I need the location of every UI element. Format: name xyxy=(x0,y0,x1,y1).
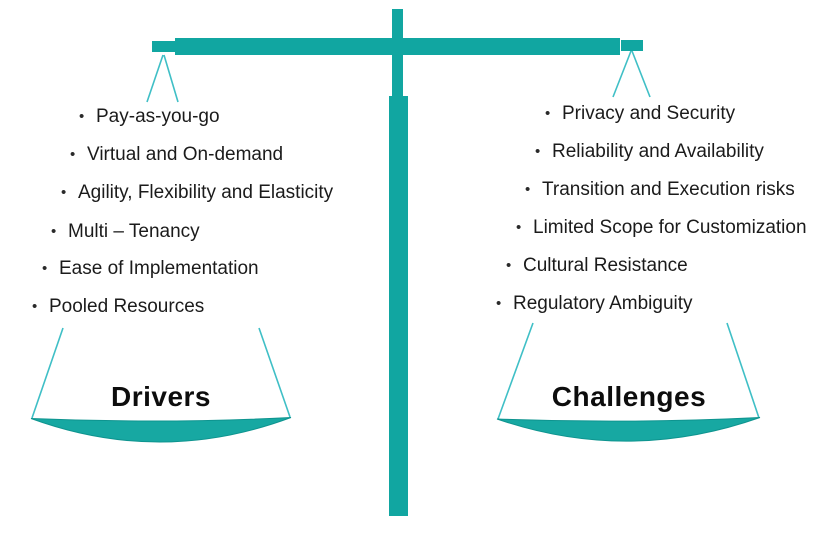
list-item: • Regulatory Ambiguity xyxy=(496,293,693,315)
left-pan-bowl xyxy=(30,417,292,443)
list-item: • Pay-as-you-go xyxy=(79,106,220,128)
list-item: • Pooled Resources xyxy=(32,296,204,318)
bullet-icon: • xyxy=(61,184,67,201)
list-item: • Cultural Resistance xyxy=(506,255,688,277)
right-pan-title: Challenges xyxy=(551,381,707,412)
list-item: • Privacy and Security xyxy=(545,103,735,125)
list-item: • Multi – Tenancy xyxy=(51,221,200,243)
challenge-item-label: Limited Scope for Customization xyxy=(533,217,807,238)
left-funnel-icon xyxy=(31,327,291,419)
left-pan-title: Drivers xyxy=(110,381,211,412)
bullet-icon: • xyxy=(32,298,38,315)
driver-item-label: Agility, Flexibility and Elasticity xyxy=(78,182,334,203)
list-item: • Limited Scope for Customization xyxy=(516,217,807,239)
scale-beam xyxy=(175,38,620,55)
list-item: • Transition and Execution risks xyxy=(525,179,795,201)
challenge-item-label: Transition and Execution risks xyxy=(542,179,795,200)
challenge-item-label: Regulatory Ambiguity xyxy=(513,293,693,314)
list-item: • Agility, Flexibility and Elasticity xyxy=(61,182,333,204)
right-pan-bowl xyxy=(496,417,761,442)
driver-item-label: Ease of Implementation xyxy=(59,258,259,279)
driver-item-label: Pay-as-you-go xyxy=(96,106,220,127)
bullet-icon: • xyxy=(525,181,531,198)
bullet-icon: • xyxy=(545,105,551,122)
right-funnel-icon xyxy=(497,322,760,420)
challenge-item-label: Cultural Resistance xyxy=(523,255,688,276)
driver-item-label: Multi – Tenancy xyxy=(68,221,200,242)
list-item: • Ease of Implementation xyxy=(42,258,259,280)
bullet-icon: • xyxy=(516,219,522,236)
bullet-icon: • xyxy=(496,295,502,312)
driver-item-label: Virtual and On-demand xyxy=(87,144,284,165)
scale-post-lower xyxy=(389,96,408,516)
bullet-icon: • xyxy=(51,223,57,240)
scale-left-cap xyxy=(152,41,176,52)
list-item: • Reliability and Availability xyxy=(535,141,764,163)
driver-item-label: Pooled Resources xyxy=(49,296,205,317)
challenge-item-label: Reliability and Availability xyxy=(552,141,764,162)
bullet-icon: • xyxy=(70,146,76,163)
left-string-icon xyxy=(146,54,179,103)
bullet-icon: • xyxy=(506,257,512,274)
bullet-icon: • xyxy=(79,108,85,125)
bullet-icon: • xyxy=(42,260,48,277)
scale-right-cap xyxy=(621,40,643,51)
bullet-icon: • xyxy=(535,143,541,160)
list-item: • Virtual and On-demand xyxy=(70,144,283,166)
right-string-icon xyxy=(612,50,651,98)
challenge-item-label: Privacy and Security xyxy=(562,103,736,124)
